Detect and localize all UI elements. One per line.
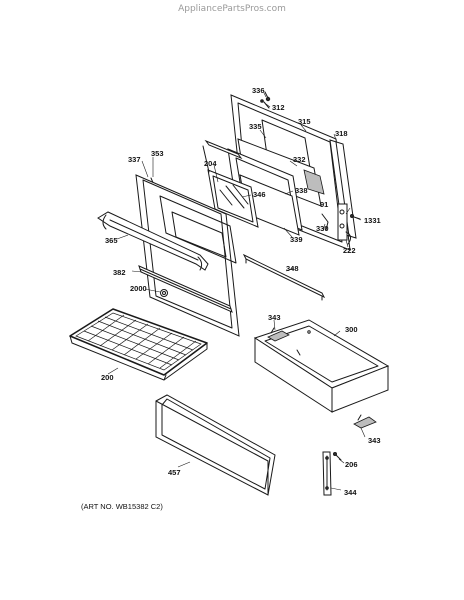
callout-457: 457 xyxy=(168,468,181,477)
storage-drawer xyxy=(253,319,390,413)
callout-382: 382 xyxy=(113,268,126,277)
callout-330: 330 xyxy=(316,224,329,233)
drawer-bracket xyxy=(322,451,332,496)
callout-222: 222 xyxy=(343,246,356,255)
art-number: (ART NO. WB15382 C2) xyxy=(81,502,163,511)
callout-312: 312 xyxy=(272,103,285,112)
hinge-spring xyxy=(160,289,168,297)
callout-300: 300 xyxy=(345,325,358,334)
callout-318: 318 xyxy=(335,129,348,138)
drawer-glide-left xyxy=(267,327,290,342)
callout-339: 339 xyxy=(290,235,303,244)
callout-204: 204 xyxy=(204,159,217,168)
callout-336: 336 xyxy=(252,86,265,95)
callout-2000: 2000 xyxy=(130,284,147,293)
callout-343-lower: 343 xyxy=(368,436,381,445)
callout-343-upper: 343 xyxy=(268,313,281,322)
drawer-screw xyxy=(332,451,342,461)
callout-200: 200 xyxy=(101,373,114,382)
vent-trim xyxy=(138,265,233,313)
door-glass xyxy=(207,169,259,228)
callout-91: 91 xyxy=(320,200,328,209)
drawer-glide-right xyxy=(353,414,377,429)
callout-344: 344 xyxy=(344,488,357,497)
oven-rack xyxy=(69,308,208,381)
callout-348: 348 xyxy=(286,264,299,273)
callout-315: 315 xyxy=(298,117,311,126)
callout-338: 338 xyxy=(295,186,308,195)
callout-335: 335 xyxy=(249,122,262,131)
door-handle xyxy=(97,211,209,271)
callout-337: 337 xyxy=(128,155,141,164)
watermark: AppliancePartsPros.com xyxy=(178,4,286,14)
leader-lines xyxy=(107,92,366,491)
callout-labels: 336 312 315 318 335 332 353 337 204 346 … xyxy=(101,86,381,497)
callout-353: 353 xyxy=(151,149,164,158)
callout-365: 365 xyxy=(105,236,118,245)
glass-retainer xyxy=(202,139,243,173)
drawer-rail xyxy=(242,253,326,301)
callout-1331: 1331 xyxy=(364,216,381,225)
callout-206: 206 xyxy=(345,460,358,469)
callout-346: 346 xyxy=(253,190,266,199)
drawer-front-panel xyxy=(155,394,276,496)
callout-332: 332 xyxy=(293,155,306,164)
